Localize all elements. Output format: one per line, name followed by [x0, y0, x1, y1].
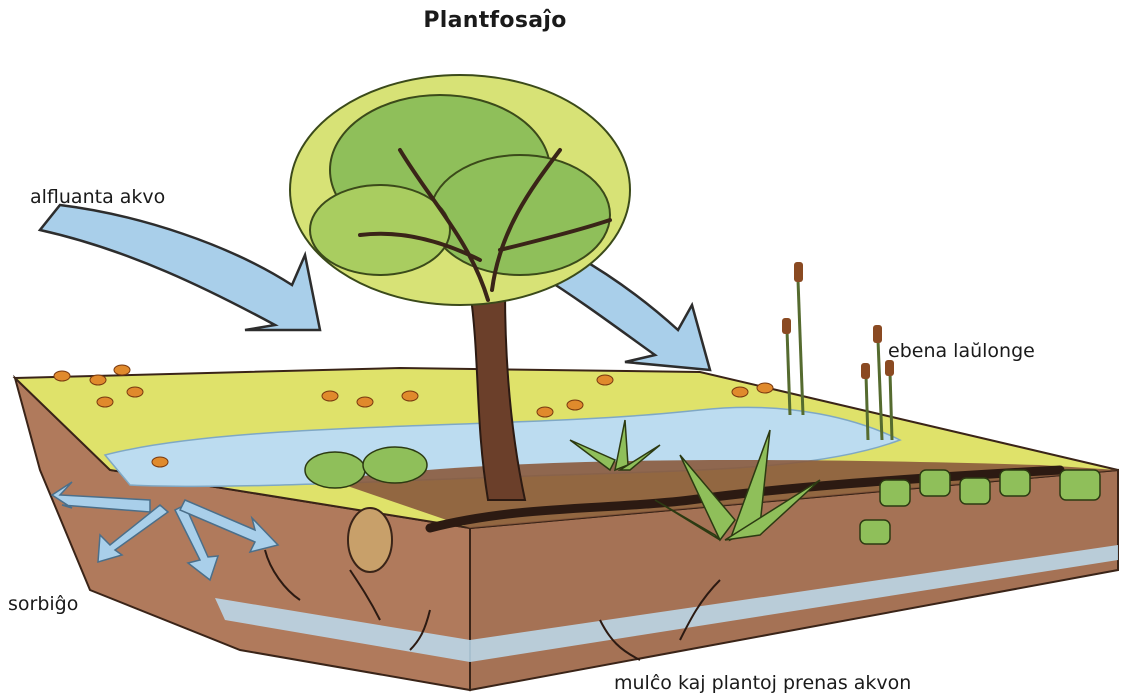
label-mulch-plants: mulĉo kaj plantoj prenas akvon [614, 672, 911, 694]
tree-canopy [290, 75, 630, 305]
diagram-title: Plantfosaĵo [0, 8, 990, 33]
label-infiltration: sorbiĝo [8, 593, 78, 615]
label-level-contour: ebena laŭlonge [888, 340, 1035, 362]
inflow-arrow-left [40, 205, 320, 330]
label-inflow-water: alfluanta akvo [30, 186, 165, 208]
